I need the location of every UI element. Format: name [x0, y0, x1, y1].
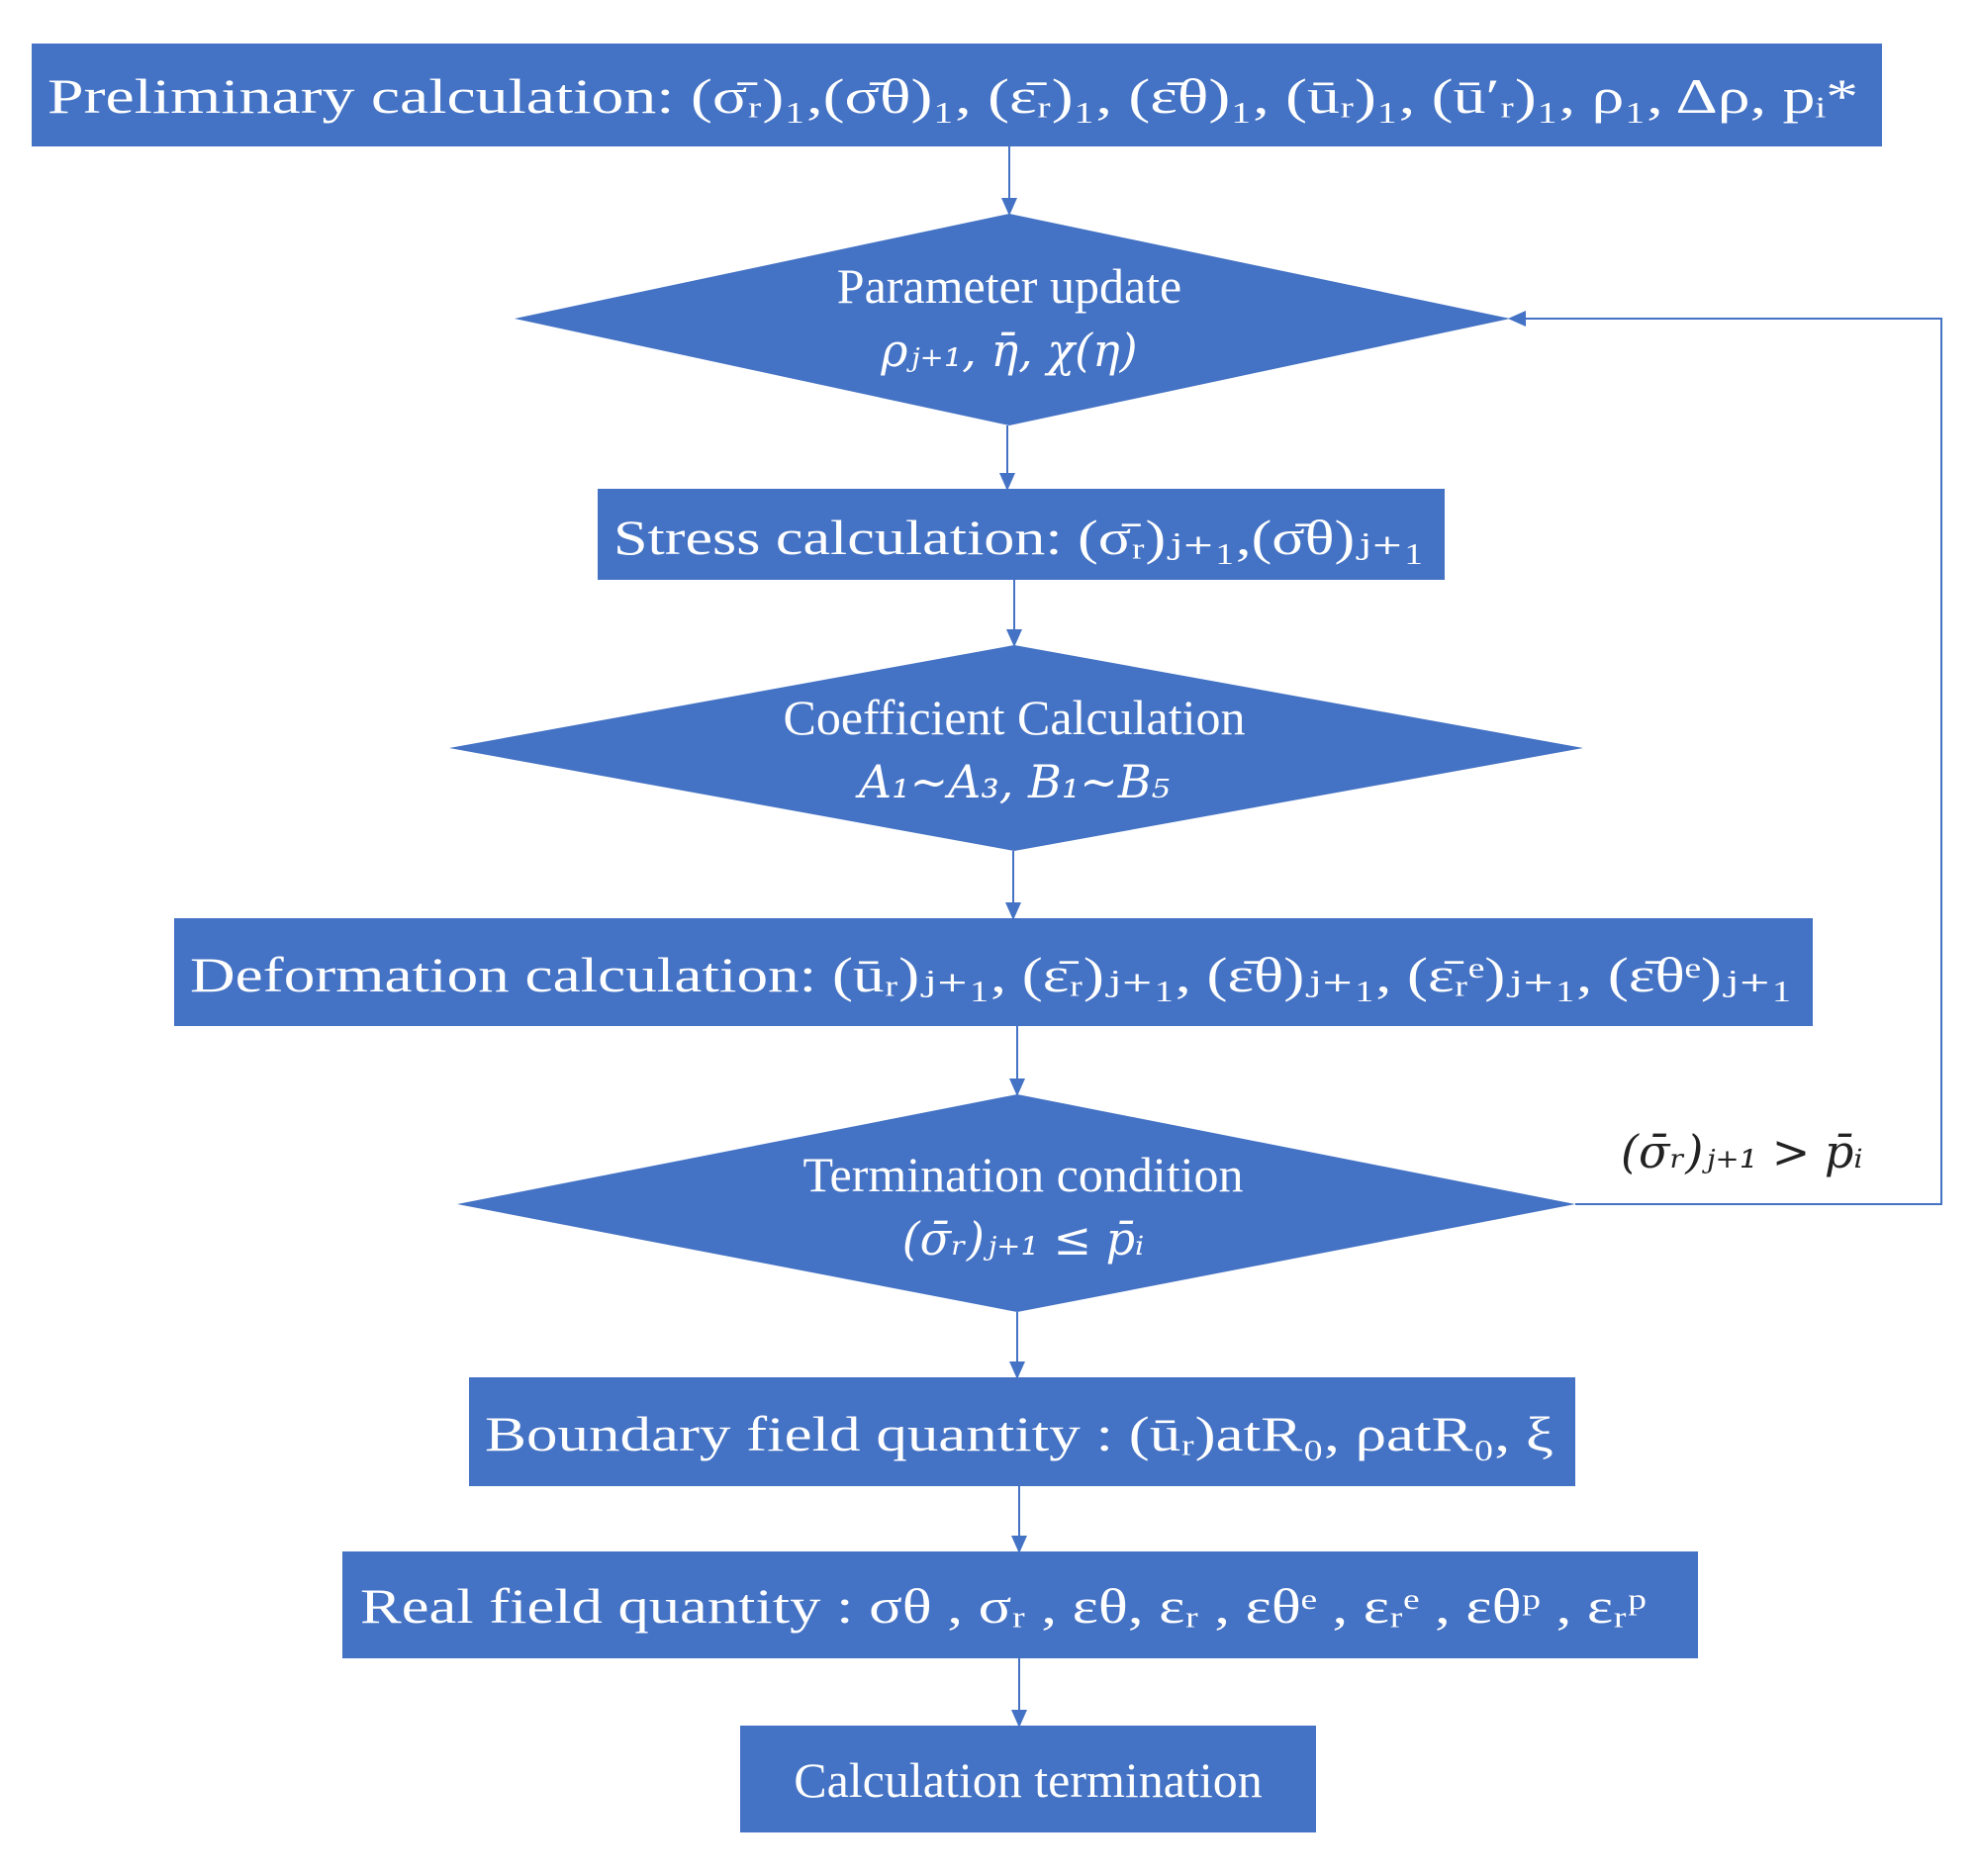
node-title: Parameter update — [837, 258, 1181, 314]
node-label: Stress calculation: (σ̄ᵣ)ⱼ₊₁,(σ̄θ)ⱼ₊₁ — [613, 510, 1425, 565]
node-parameter-update: Parameter update ρⱼ₊₁, η̄, χ(η) — [515, 214, 1510, 425]
node-title: Coefficient Calculation — [784, 690, 1246, 745]
node-math: ρⱼ₊₁, η̄, χ(η) — [880, 324, 1137, 377]
node-label: Preliminary calculation: (σ̄ᵣ)₁,(σ̄θ)₁, … — [47, 68, 1858, 124]
node-label: Deformation calculation: (ūᵣ)ⱼ₊₁, (ε̄ᵣ)ⱼ… — [190, 947, 1793, 1002]
node-deformation-calculation: Deformation calculation: (ūᵣ)ⱼ₊₁, (ε̄ᵣ)ⱼ… — [174, 918, 1813, 1026]
node-label: Calculation termination — [794, 1752, 1263, 1808]
node-stress-calculation: Stress calculation: (σ̄ᵣ)ⱼ₊₁,(σ̄θ)ⱼ₊₁ — [598, 489, 1445, 580]
edge-loop-back-to-parameter-update — [1508, 311, 1942, 1205]
node-label: Boundary field quantity : (ūᵣ)atR₀, ρatR… — [485, 1406, 1554, 1461]
node-math: (σ̄ᵣ)ⱼ₊₁ ≤ p̄ᵢ — [902, 1212, 1145, 1266]
node-boundary-field-quantity: Boundary field quantity : (ūᵣ)atR₀, ρatR… — [469, 1377, 1575, 1486]
node-title: Termination condition — [802, 1147, 1243, 1202]
node-box — [342, 1551, 1698, 1658]
node-box — [740, 1726, 1316, 1832]
node-coefficient-calculation: Coefficient Calculation A₁~A₃, B₁~B₅ — [449, 645, 1583, 851]
node-math: A₁~A₃, B₁~B₅ — [855, 755, 1170, 808]
node-box — [174, 918, 1813, 1026]
node-real-field-quantity: Real field quantity : σθ , σᵣ , εθ, εᵣ ,… — [342, 1551, 1698, 1658]
node-box — [469, 1377, 1575, 1486]
node-calculation-termination: Calculation termination — [740, 1726, 1316, 1832]
connectors — [999, 146, 1942, 1728]
node-box — [32, 44, 1882, 146]
node-termination-condition: Termination condition (σ̄ᵣ)ⱼ₊₁ ≤ p̄ᵢ — [457, 1094, 1575, 1312]
node-box — [598, 489, 1445, 580]
node-diamond — [449, 645, 1583, 851]
edge-label-loop-condition: (σ̄ᵣ)ⱼ₊₁ > p̄ᵢ — [1621, 1125, 1863, 1178]
node-diamond — [515, 214, 1510, 425]
node-diamond — [457, 1094, 1575, 1312]
node-label: Real field quantity : σθ , σᵣ , εθ, εᵣ ,… — [360, 1578, 1647, 1634]
node-preliminary-calculation: Preliminary calculation: (σ̄ᵣ)₁,(σ̄θ)₁, … — [32, 44, 1882, 146]
